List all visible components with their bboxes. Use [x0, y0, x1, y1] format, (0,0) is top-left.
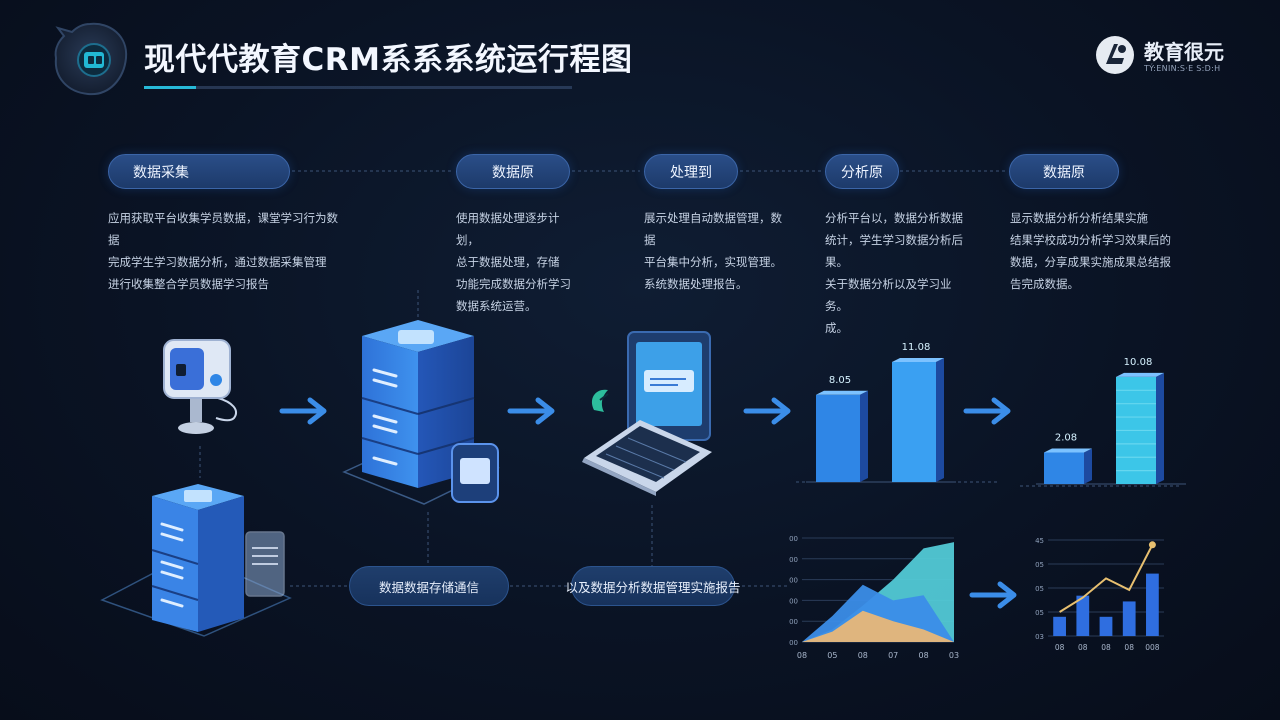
arrow-right-icon	[743, 397, 791, 425]
bar	[1122, 601, 1136, 636]
page-title: 现代代教育CRM系系系统运行程图	[144, 42, 633, 78]
bar-top	[1044, 448, 1092, 453]
brand-icon	[1096, 36, 1134, 74]
bar-side	[1156, 372, 1164, 484]
bar-line-chart: 45 05 05 05 03 08 08 08 08 008	[1035, 537, 1164, 652]
x-tick-label: 08	[797, 651, 807, 660]
y-tick-label: 00	[789, 577, 798, 585]
bar-chart-analysis: 8.05 11.08	[806, 342, 956, 483]
y-tick-label: 00	[789, 556, 798, 564]
data-label: 10.08	[1124, 357, 1153, 368]
data-label: 8.05	[829, 375, 851, 386]
bar-side	[1084, 448, 1092, 484]
stage-label: 分析原	[841, 164, 883, 181]
x-tick-label: 05	[827, 651, 837, 660]
bar	[1146, 573, 1159, 636]
x-tick-label: 08	[1078, 643, 1088, 652]
pill-label: 以及数据分析数据管理实施报告	[565, 579, 741, 595]
bar	[1099, 616, 1113, 636]
y-tick-label: 03	[1035, 633, 1044, 641]
database-server-icon	[100, 484, 292, 637]
y-tick-label: 05	[1035, 561, 1044, 569]
title-underline	[144, 86, 572, 89]
pill-label: 数据数据存储通信	[378, 579, 479, 595]
stage-description-output: 显示数据分析分析结果实施 结果学校成功分析学习效果后的 数据，分享成果实施成果总…	[1010, 211, 1171, 291]
arrow-right-icon	[963, 397, 1011, 425]
stage-description-process: 展示处理自动数据管理，数据 平台集中分析，实现管理。 系统数据处理报告。	[644, 211, 782, 291]
x-tick-label: 08	[1124, 643, 1134, 652]
arrow-right-icon	[279, 397, 327, 425]
bar-front	[816, 394, 860, 482]
arrow-right-icon	[507, 397, 555, 425]
report-pill: 以及数据分析数据管理实施报告	[566, 566, 741, 606]
brand-logo: 教育很元 TÝ:ENIN:S·E S:D:H	[1094, 32, 1244, 80]
bar-chart-output: 2.08 10.08	[1036, 357, 1186, 485]
bar-top	[1116, 372, 1164, 377]
stage-label: 数据原	[492, 164, 534, 181]
x-tick-label: 08	[1101, 643, 1111, 652]
camera-device-icon	[163, 339, 237, 434]
bar-top	[892, 357, 944, 362]
y-tick-label: 00	[789, 597, 798, 605]
bar-side	[936, 357, 944, 482]
bar	[1053, 616, 1066, 636]
y-tick-label: 00	[789, 639, 798, 647]
x-tick-label: 03	[949, 651, 959, 660]
stage-pill-output: 数据原	[1009, 154, 1119, 189]
stage-description-source: 使用数据处理逐步计划， 总于数据处理，存储 功能完成数据分析学习 数据系统运营。	[456, 211, 571, 313]
laptop-icon	[582, 331, 712, 496]
stage-description-collect: 应用获取平台收集学员数据，课堂学习行为数据 完成学生学习数据分析，通过数据采集管…	[108, 211, 338, 291]
x-tick-label: 08	[858, 651, 868, 660]
bar-front	[892, 361, 936, 482]
y-tick-label: 05	[1035, 609, 1044, 617]
stage-label: 处理到	[670, 164, 712, 181]
arrow-right-icon	[969, 581, 1017, 609]
area-series	[802, 610, 954, 642]
bar-top	[816, 390, 868, 395]
stage-pill-analyze: 分析原	[825, 154, 899, 189]
y-tick-label: 45	[1035, 537, 1044, 545]
database-server-icon	[342, 320, 500, 505]
bar-front	[1044, 452, 1084, 484]
stage-label: 数据原	[1043, 164, 1085, 181]
storage-pill: 数据数据存储通信	[349, 566, 509, 606]
x-tick-label: 08	[919, 651, 929, 660]
y-tick-label: 00	[789, 618, 798, 626]
stage-pill-source: 数据原	[456, 154, 570, 189]
data-label: 2.08	[1055, 433, 1077, 444]
bar	[1076, 595, 1090, 636]
stage-label: 数据采集	[133, 164, 189, 181]
trend-line	[1059, 544, 1154, 613]
x-tick-label: 08	[1055, 643, 1065, 652]
area-chart: 00 00 00 00 00 00 08 05 08 07 08 03	[789, 535, 959, 660]
stage-pill-process: 处理到	[644, 154, 738, 189]
bar-side	[860, 390, 868, 482]
trend-point	[1148, 541, 1156, 549]
stage-pill-collect: 数据采集	[108, 154, 290, 189]
y-tick-label: 00	[789, 535, 798, 543]
brand-name: 教育很元	[1144, 40, 1224, 64]
x-tick-label: 008	[1145, 643, 1160, 652]
brand-subtitle: TÝ:ENIN:S·E S:D:H	[1144, 64, 1221, 73]
y-tick-label: 05	[1035, 585, 1044, 593]
data-label: 11.08	[902, 342, 931, 353]
logo-icon	[54, 22, 128, 96]
x-tick-label: 07	[888, 651, 898, 660]
stage-description-analyze: 分析平台以，数据分析数据 统计，学生学习数据分析后果。 关于数据分析以及学习业务…	[825, 211, 963, 335]
